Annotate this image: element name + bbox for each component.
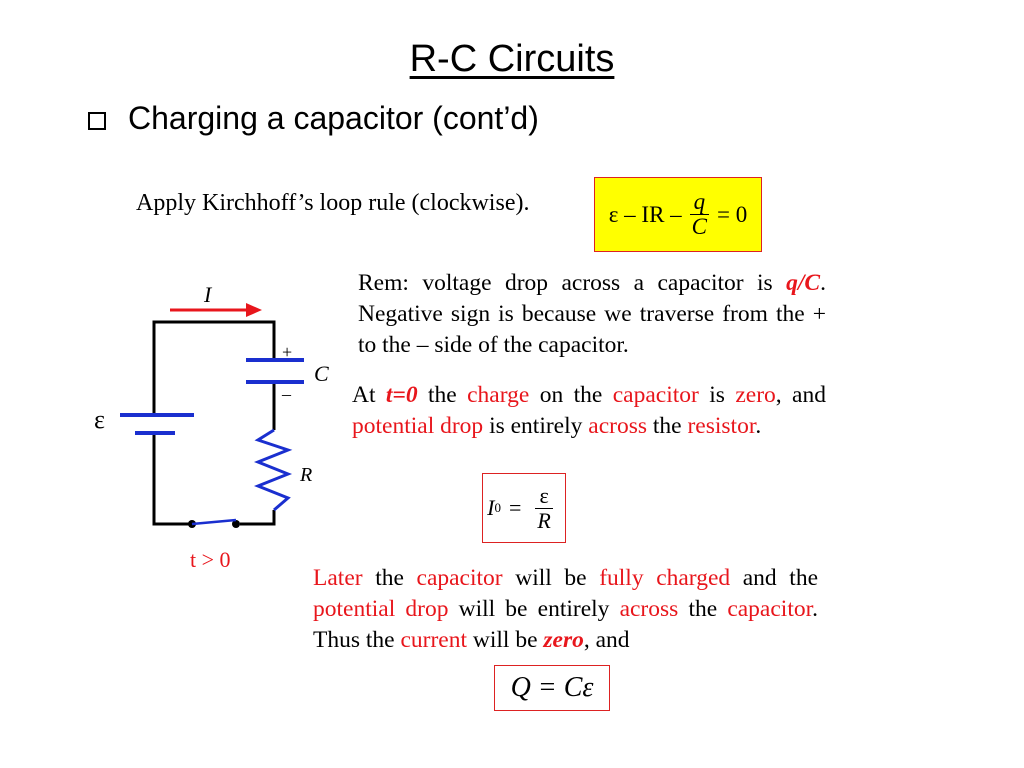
at-w7: the xyxy=(647,413,688,439)
rem-part2: . Negative sign is because we traverse f… xyxy=(358,270,826,358)
later-fully-charged: fully charged xyxy=(599,565,731,591)
later-across: across xyxy=(619,596,679,622)
rem-qc: q/C xyxy=(786,270,821,296)
at-capacitor: capacitor xyxy=(612,382,699,408)
current-arrow-head xyxy=(246,303,262,317)
at-t0: t=0 xyxy=(385,382,418,408)
current-label: I xyxy=(203,282,213,307)
at-w1: At xyxy=(352,382,386,408)
eq1-denominator: C xyxy=(691,214,708,239)
bullet-heading: Charging a capacitor (cont’d) xyxy=(88,100,539,137)
rem-paragraph: Rem: voltage drop across a capacitor is … xyxy=(358,268,826,361)
time-label: t > 0 xyxy=(190,547,231,572)
at-zero: zero xyxy=(735,382,776,408)
emf-label: ε xyxy=(94,405,105,434)
capacitor-plus-label: + xyxy=(282,342,292,362)
final-charge-equation: Q = Cε xyxy=(494,665,610,711)
bullet-text: Charging a capacitor (cont’d) xyxy=(128,100,539,136)
later-w6: . Thus the xyxy=(313,596,818,653)
eq1-numerator: q xyxy=(689,189,710,215)
eq1-fraction: q C xyxy=(688,189,711,239)
eq2-fraction: ε R xyxy=(533,484,554,533)
apply-text: Apply Kirchhoff’s loop rule (clockwise). xyxy=(136,190,530,216)
at-paragraph: At t=0 the charge on the capacitor is ze… xyxy=(352,380,826,442)
at-w8: . xyxy=(755,413,762,439)
switch-blade xyxy=(191,518,237,526)
later-later: Later xyxy=(313,565,363,591)
later-current: current xyxy=(400,627,468,653)
at-w2: the xyxy=(417,382,468,408)
switch-terminal-right xyxy=(232,520,240,528)
eq1-rhs: = 0 xyxy=(717,201,748,227)
at-w6: is entirely xyxy=(483,413,589,439)
later-w7: will be xyxy=(467,627,544,653)
capacitor-minus-label: – xyxy=(281,384,292,404)
eq1-lhs: ε – IR – xyxy=(608,201,682,227)
eq2-sub: 0 xyxy=(494,500,501,515)
later-zero: zero xyxy=(543,627,584,653)
slide-title: R-C Circuits xyxy=(409,38,615,80)
later-capacitor: capacitor xyxy=(416,565,503,591)
rem-part1: Rem: voltage drop across a capacitor is xyxy=(358,270,787,296)
eq2-numerator: ε xyxy=(535,484,553,509)
later-potential-drop: potential drop xyxy=(313,596,449,622)
rc-circuit-diagram: I ε + – C R xyxy=(94,282,329,528)
circuit-wire-bottom-right xyxy=(240,510,276,526)
at-across: across xyxy=(588,413,647,439)
circuit-wire-left-top xyxy=(152,320,276,415)
checkbox-bullet-icon xyxy=(88,111,106,130)
eq2-denominator: R xyxy=(537,507,551,533)
at-resistor: resistor xyxy=(687,413,756,439)
resistor-label: R xyxy=(299,464,312,486)
kirchhoff-equation: ε – IR – q C = 0 xyxy=(594,177,762,252)
circuit-wire-bottom-left xyxy=(152,433,192,526)
at-potential-drop: potential drop xyxy=(352,413,484,439)
resistor-zigzag xyxy=(253,428,293,512)
later-paragraph: Later the capacitor will be fully charge… xyxy=(313,563,818,656)
at-w3: on the xyxy=(529,382,613,408)
at-w5: , and xyxy=(775,382,826,408)
later-w2: will be xyxy=(502,565,600,591)
eq2-lhs: I xyxy=(487,495,495,520)
later-w3: and the xyxy=(730,565,818,591)
later-w4: will be entirely xyxy=(448,596,620,622)
eq2-eq: = xyxy=(508,495,522,520)
later-w8: , and xyxy=(583,627,630,653)
at-w4: is xyxy=(698,382,736,408)
later-w5: the xyxy=(678,596,728,622)
later-capacitor2: capacitor xyxy=(727,596,813,622)
at-charge: charge xyxy=(467,382,530,408)
later-w1: the xyxy=(362,565,417,591)
capacitor-label: C xyxy=(314,361,329,386)
